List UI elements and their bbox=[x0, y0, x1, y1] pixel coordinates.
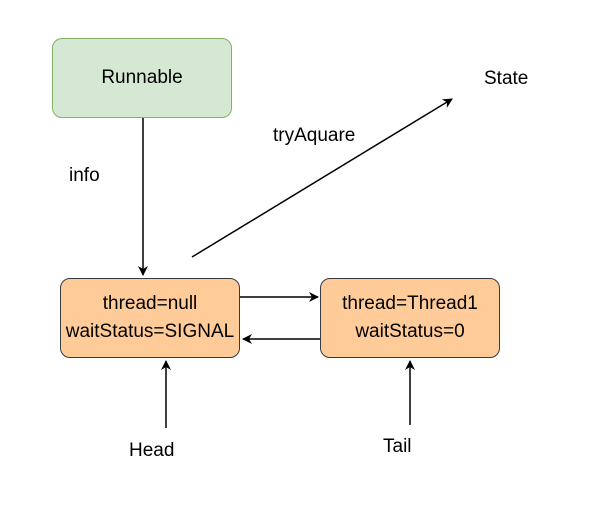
tail-queue-node: thread=Thread1 waitStatus=0 bbox=[320, 278, 500, 358]
head-node-wait-status: waitStatus=SIGNAL bbox=[65, 321, 235, 342]
head-queue-node: thread=null waitStatus=SIGNAL bbox=[60, 278, 240, 358]
tail-label: Tail bbox=[383, 436, 412, 457]
try-acquire-label: tryAquare bbox=[273, 125, 356, 146]
try-acquire-arrow bbox=[191, 98, 453, 258]
info-label: info bbox=[69, 165, 100, 186]
tail-node-thread: thread=Thread1 bbox=[342, 293, 478, 314]
state-label: State bbox=[484, 68, 529, 89]
runnable-node: Runnable bbox=[52, 38, 232, 118]
head-node-thread: thread=null bbox=[102, 293, 198, 314]
tail-node-wait-status: waitStatus=0 bbox=[355, 321, 465, 342]
head-label: Head bbox=[129, 440, 175, 461]
runnable-label: Runnable bbox=[101, 67, 183, 88]
